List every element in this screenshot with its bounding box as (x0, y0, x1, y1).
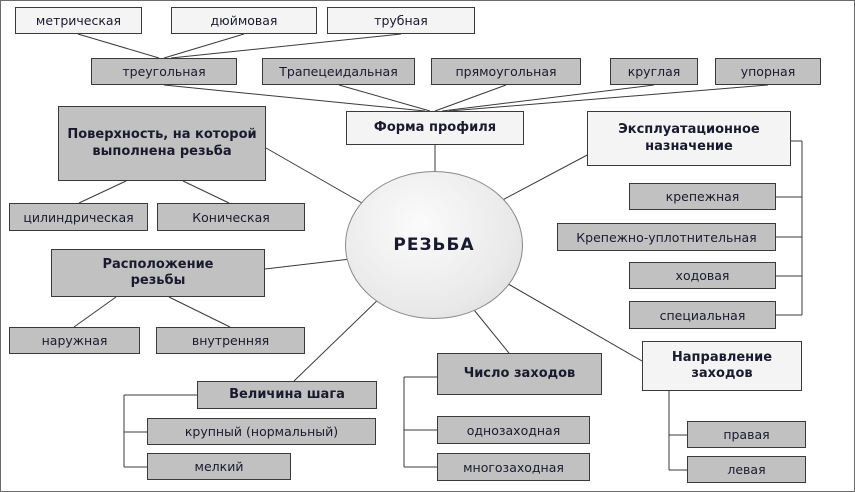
node-internal: внутренняя (156, 327, 305, 354)
node-lead-screw: ходовая (629, 262, 776, 289)
node-location: Расположение резьбы (51, 249, 265, 297)
node-fastening: крепежная (629, 183, 776, 210)
node-starts-count: Число заходов (437, 353, 602, 395)
node-pitch-size: Величина шага (197, 381, 377, 409)
node-metric: метрическая (15, 7, 142, 34)
node-inch: дюймовая (171, 7, 317, 34)
node-fine: мелкий (147, 453, 291, 480)
central-node-thread: РЕЗЬБА (345, 171, 523, 319)
node-round: круглая (610, 58, 698, 85)
node-pipe: трубная (327, 7, 475, 34)
node-conical: Коническая (157, 203, 305, 231)
node-single-start: однозаходная (437, 416, 590, 444)
node-special: специальная (629, 301, 776, 329)
node-profile-shape: Форма профиля (346, 111, 524, 145)
node-thrust: упорная (715, 58, 821, 85)
node-external: наружная (9, 327, 140, 354)
node-trapezoidal: Трапецеидальная (262, 58, 415, 85)
connectors (73, 33, 803, 471)
node-starts-direction: Направление заходов (642, 341, 802, 391)
node-operational-purpose: Эксплуатационное назначение (587, 111, 791, 166)
node-left-hand: левая (687, 456, 806, 483)
node-triangular: треугольная (91, 58, 237, 85)
node-multi-start: многозаходная (437, 453, 590, 481)
node-rectangular: прямоугольная (431, 58, 581, 85)
node-cylindrical: цилиндрическая (9, 203, 148, 231)
node-surface: Поверхность, на которой выполнена резьба (58, 106, 266, 181)
node-right-hand: правая (687, 421, 806, 448)
node-coarse: крупный (нормальный) (147, 418, 376, 445)
node-fastening-sealing: Крепежно-уплотнительная (557, 223, 776, 251)
